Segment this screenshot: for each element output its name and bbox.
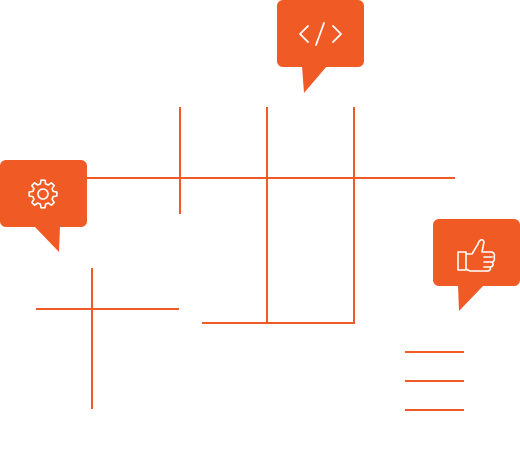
thumbs-up-icon bbox=[457, 239, 496, 272]
code-bubble bbox=[277, 0, 364, 93]
settings-bubble bbox=[0, 160, 87, 252]
feedback-bubble bbox=[433, 219, 520, 311]
grid-lines bbox=[36, 107, 464, 411]
gear-icon bbox=[28, 179, 58, 209]
code-icon bbox=[299, 22, 342, 46]
